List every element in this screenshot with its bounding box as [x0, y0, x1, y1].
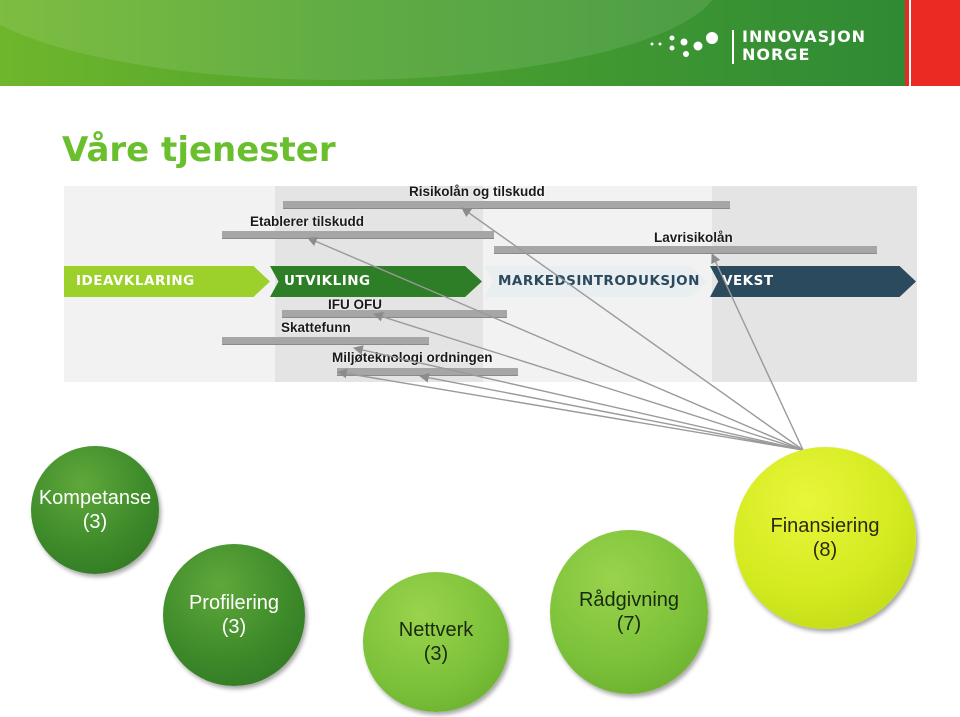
service-radgivning-name: Rådgivning: [578, 589, 680, 611]
phase-markedsintroduksjon: MARKEDSINTRODUKSJON: [484, 266, 708, 297]
label-lavrisiko: Lavrisikolån: [654, 230, 733, 245]
arrow-to-miljo-a: [337, 368, 804, 451]
arrow-to-miljo-b: [419, 372, 804, 451]
service-nettverk: Nettverk (3): [363, 572, 509, 712]
service-radgivning-count: (7): [616, 613, 642, 635]
logo-dots-icon: [650, 32, 718, 57]
bar-lavrisiko: [494, 246, 877, 253]
service-nettverk-name: Nettverk: [398, 619, 474, 641]
bar-miljo: [337, 368, 518, 375]
bar-ifu-ofu: [282, 310, 507, 317]
bar-etablerer: [222, 231, 494, 238]
phase-ideavklaring: IDEAVKLARING: [64, 266, 270, 297]
phase-vekst: VEKST: [710, 266, 916, 297]
logo-separator: [732, 30, 734, 64]
label-miljo: Miljøteknologi ordningen: [332, 350, 493, 365]
service-kompetanse-name: Kompetanse: [38, 487, 152, 509]
header-red-strip: [905, 0, 960, 86]
label-ifu-ofu: IFU OFU: [328, 297, 382, 312]
phase-markedsintroduksjon-label: MARKEDSINTRODUKSJON: [498, 273, 700, 289]
phase-utvikling-label: UTVIKLING: [284, 273, 371, 289]
service-nettverk-count: (3): [423, 643, 449, 665]
logo-line1: INNOVASJON: [742, 27, 867, 46]
page-title: Våre tjenester: [62, 130, 336, 170]
service-profilering-name: Profilering: [188, 592, 280, 614]
phase-ideavklaring-label: IDEAVKLARING: [76, 273, 195, 289]
phase-vekst-label: VEKST: [722, 273, 774, 289]
bar-skattefunn: [222, 337, 429, 344]
bar-risikolan: [283, 201, 730, 208]
service-radgivning: Rådgivning (7): [550, 530, 708, 694]
service-profilering: Profilering (3): [163, 544, 305, 686]
label-etablerer: Etablerer tilskudd: [250, 214, 365, 229]
service-finansiering-count: (8): [812, 539, 838, 561]
red-strip-line: [909, 0, 911, 86]
header-swoosh: [0, 0, 720, 80]
service-kompetanse: Kompetanse (3): [31, 446, 159, 574]
logo-wordmark: INNOVASJON NORGE: [742, 28, 866, 64]
service-finansiering: Finansiering (8): [734, 447, 916, 629]
phase-utvikling: UTVIKLING: [270, 266, 482, 297]
service-profilering-count: (3): [221, 616, 247, 638]
label-skattefunn: Skattefunn: [281, 320, 351, 335]
header-banner: INNOVASJON NORGE: [0, 0, 905, 86]
service-finansiering-name: Finansiering: [770, 515, 880, 537]
label-risikolan: Risikolån og tilskudd: [409, 184, 545, 199]
logo-line2: NORGE: [742, 45, 811, 64]
service-kompetanse-count: (3): [82, 511, 108, 533]
